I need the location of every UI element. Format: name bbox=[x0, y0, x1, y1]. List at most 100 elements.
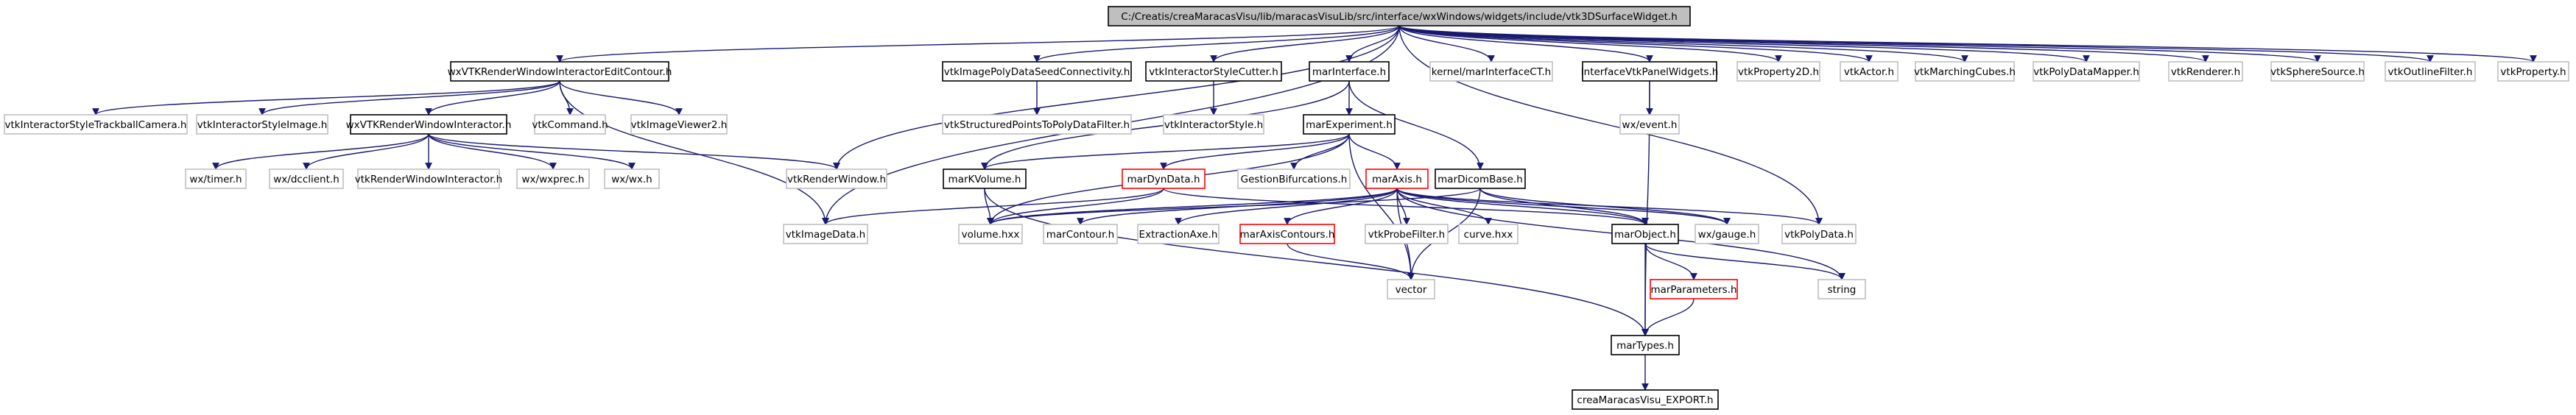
edge-root-to-vtkImagePolyData bbox=[1033, 25, 1400, 63]
node-label: creaMaracasVisu_EXPORT.h bbox=[1577, 394, 1713, 406]
edge-line bbox=[1398, 25, 1873, 63]
node-kernelCT: kernel/marInterfaceCT.h bbox=[1429, 61, 1553, 82]
node-label: wx/gauge.h bbox=[1698, 229, 1756, 241]
node-label: vtkSphereSource.h bbox=[2270, 66, 2365, 78]
node-marAxisContours[interactable]: marAxisContours.h bbox=[1239, 224, 1335, 244]
node-box bbox=[4, 114, 188, 135]
node-box bbox=[1303, 114, 1396, 135]
node-label: vtkPolyDataMapper.h bbox=[2033, 66, 2139, 78]
node-marInterface[interactable]: marInterface.h bbox=[1309, 61, 1390, 82]
node-marDicomBase[interactable]: marDicomBase.h bbox=[1435, 169, 1526, 189]
edge-line bbox=[1175, 188, 1398, 225]
node-label: wxVTKRenderWindowInteractorEditContour.h bbox=[448, 66, 672, 78]
node-creaExport[interactable]: creaMaracasVisu_EXPORT.h bbox=[1572, 389, 1719, 410]
node-box bbox=[1043, 224, 1118, 244]
node-vector: vector bbox=[1387, 279, 1435, 299]
node-vtkRWI: vtkRenderWindowInteractor.h bbox=[355, 169, 502, 189]
edge-marExperiment-to-gestion bbox=[1290, 133, 1350, 170]
node-vtkCommand: vtkCommand.h bbox=[532, 114, 608, 135]
edge-marObject-to-marParameters bbox=[1644, 243, 1697, 280]
edge-line bbox=[1398, 25, 1823, 225]
node-marObject[interactable]: marObject.h bbox=[1611, 224, 1679, 244]
edge-root-to-vtkRW bbox=[833, 25, 1400, 170]
node-marKVolume[interactable]: marKVolume.h bbox=[943, 169, 1027, 189]
node-wxgauge: wx/gauge.h bbox=[1695, 224, 1759, 244]
edge-root-to-vtkProperty bbox=[1398, 25, 2537, 63]
edge-line bbox=[1398, 25, 1968, 63]
node-marExperiment[interactable]: marExperiment.h bbox=[1303, 114, 1396, 135]
edge-marParameters-to-marTypes bbox=[1641, 298, 1695, 336]
edge-line bbox=[1287, 243, 1415, 280]
edge-marAxis-to-marObject bbox=[1396, 188, 1649, 225]
node-box bbox=[196, 114, 328, 135]
edge-line bbox=[212, 133, 429, 170]
node-box bbox=[1611, 335, 1680, 355]
edge-line bbox=[1210, 25, 1400, 63]
edge-wxVTKRWI-to-wxwx bbox=[428, 133, 636, 170]
node-label: curve.hxx bbox=[1464, 229, 1513, 241]
node-marParameters[interactable]: marParameters.h bbox=[1650, 279, 1738, 299]
node-label: marInterface.h bbox=[1312, 66, 1386, 78]
edge-line bbox=[1398, 25, 1495, 63]
node-wxwx: wx/wx.h bbox=[604, 169, 660, 189]
edge-line bbox=[1290, 133, 1350, 170]
edge-line bbox=[428, 133, 557, 170]
edge-line bbox=[1284, 188, 1398, 225]
node-label: volume.hxx bbox=[962, 229, 1020, 241]
node-wxtimer: wx/timer.h bbox=[185, 169, 247, 189]
edge-line bbox=[303, 133, 429, 170]
node-vtkProperty: vtkProperty.h bbox=[2497, 61, 2569, 82]
node-wxVTKRWIEC[interactable]: wxVTKRenderWindowInteractorEditContour.h bbox=[448, 61, 672, 82]
node-label: vtkStructuredPointsToPolyDataFilter.h bbox=[944, 119, 1130, 131]
edge-wxVTKRWIEC-to-vtkImageData bbox=[559, 80, 829, 225]
node-wxVTKRWI[interactable]: wxVTKRenderWindowInteractor.h bbox=[346, 114, 512, 135]
node-wxdcclient: wx/dcclient.h bbox=[269, 169, 344, 189]
node-box bbox=[1611, 224, 1679, 244]
node-box bbox=[1619, 114, 1680, 135]
node-box bbox=[1108, 6, 1691, 26]
node-box bbox=[942, 114, 1132, 135]
node-ivtkPanel[interactable]: InterfaceVtkPanelWidgets.h bbox=[1581, 61, 1719, 82]
edge-root-to-ivtkPanel bbox=[1398, 25, 1653, 63]
edge-marDynData-to-marObject bbox=[1163, 188, 1649, 225]
node-box bbox=[350, 114, 507, 135]
node-wxevent: wx/event.h bbox=[1619, 114, 1680, 135]
node-vtkISTC: vtkInteractorStyleTrackballCamera.h bbox=[4, 114, 188, 135]
edge-line bbox=[822, 188, 1164, 225]
node-vtkISCutter[interactable]: vtkInteractorStyleCutter.h bbox=[1145, 61, 1282, 82]
node-label: string bbox=[1828, 284, 1857, 296]
edge-line bbox=[1348, 133, 1401, 170]
node-label: vtkInteractorStyleTrackballCamera.h bbox=[5, 119, 187, 131]
node-label: marAxis.h bbox=[1372, 174, 1422, 185]
node-marAxis[interactable]: marAxis.h bbox=[1365, 169, 1429, 189]
node-label: vtkProperty.h bbox=[2500, 66, 2566, 78]
node-box bbox=[1582, 61, 1717, 82]
node-label: marAxisContours.h bbox=[1240, 229, 1335, 241]
node-box bbox=[1429, 61, 1553, 82]
node-label: wx/wxprec.h bbox=[521, 174, 584, 185]
edge-line bbox=[1644, 243, 1845, 280]
node-box bbox=[1365, 224, 1449, 244]
edge-marKVolume-to-marTypes bbox=[984, 188, 1649, 336]
node-box bbox=[2270, 61, 2365, 82]
node-wxexprec: wx/wxprec.h bbox=[516, 169, 590, 189]
node-vtkImageData: vtkImageData.h bbox=[783, 224, 868, 244]
node-gestion: GestionBifurcations.h bbox=[1237, 169, 1351, 189]
node-label: marDynData.h bbox=[1127, 174, 1200, 185]
node-marDynData[interactable]: marDynData.h bbox=[1122, 169, 1206, 189]
edge-wxVTKRWI-to-wxtimer bbox=[212, 133, 429, 170]
node-box bbox=[1915, 61, 2015, 82]
edge-wxVTKRWI-to-wxexprec bbox=[428, 133, 557, 170]
node-box bbox=[2497, 61, 2569, 82]
node-marTypes[interactable]: marTypes.h bbox=[1611, 335, 1680, 355]
edge-root-to-wxVTKRWIEC bbox=[556, 25, 1400, 63]
node-vtkImagePolyData[interactable]: vtkImagePolyDataSeedConnectivity.h bbox=[942, 61, 1132, 82]
node-label: C:/Creatis/creaMaracasVisu/lib/maracasVi… bbox=[1121, 11, 1678, 23]
node-vtkPDMapper: vtkPolyDataMapper.h bbox=[2033, 61, 2140, 82]
edge-root-to-vtkPolyData bbox=[1398, 25, 1823, 225]
node-root[interactable]: C:/Creatis/creaMaracasVisu/lib/maracasVi… bbox=[1108, 6, 1691, 26]
edge-root-to-vtkActor bbox=[1398, 25, 1873, 63]
edge-line bbox=[1479, 188, 1731, 225]
node-label: ExtractionAxe.h bbox=[1139, 229, 1218, 241]
